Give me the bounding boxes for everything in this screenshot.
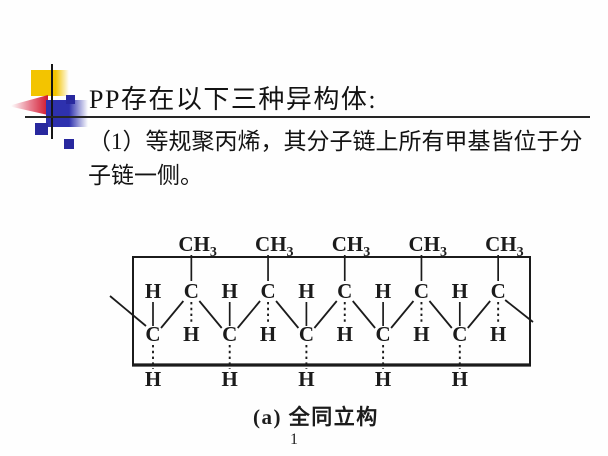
atom-label-upper: C	[491, 279, 506, 303]
title-underline	[25, 116, 590, 118]
atom-label-upper: H	[452, 279, 468, 303]
atom-label-upper: C	[414, 279, 429, 303]
decoration-blue-square	[46, 100, 88, 127]
backbone-bond	[237, 300, 261, 329]
atom-label-upper: C	[337, 279, 352, 303]
atom-label-bottom: H	[452, 367, 468, 391]
structure-frame	[132, 256, 531, 366]
decoration-vertical-line	[51, 64, 53, 139]
bullet-square-icon	[66, 95, 75, 104]
atom-label-lower: H	[413, 322, 429, 346]
atom-label-upper: H	[375, 279, 391, 303]
backbone-bond	[352, 300, 376, 329]
atom-label-lower: H	[183, 322, 199, 346]
methyl-label: CH3	[408, 232, 447, 260]
atom-label-upper: H	[222, 279, 238, 303]
atom-label-lower: C	[452, 322, 467, 346]
atom-label-upper: H	[145, 279, 161, 303]
atom-label-upper: H	[298, 279, 314, 303]
page-number: 1	[290, 431, 298, 448]
backbone-bond	[390, 300, 415, 329]
body-line-2: 子链一侧。	[88, 163, 203, 188]
backbone-bond	[160, 300, 185, 329]
atom-label-lower: C	[222, 322, 237, 346]
atom-label-lower: H	[490, 322, 506, 346]
methyl-label: CH3	[255, 232, 293, 260]
methyl-label: CH3	[485, 232, 524, 260]
atom-label-upper: C	[260, 279, 275, 303]
decoration-small-square	[35, 123, 48, 135]
diagram-caption: (a) 全同立构	[253, 405, 379, 429]
chain-continuation-left	[109, 295, 147, 327]
backbone-bond	[275, 300, 300, 329]
methyl-label: CH3	[332, 232, 371, 260]
atom-label-upper: C	[184, 279, 199, 303]
backbone-bond	[198, 300, 223, 329]
bullet-square-icon	[64, 139, 74, 149]
atom-label-lower: C	[299, 322, 314, 346]
atom-label-bottom: H	[375, 367, 391, 391]
decoration-yellow-square	[31, 70, 69, 96]
backbone-bond	[313, 300, 338, 329]
atom-label-bottom: H	[145, 367, 161, 391]
chain-continuation-right	[504, 299, 534, 323]
body-line-1: （1）等规聚丙烯，其分子链上所有甲基皆位于分	[88, 129, 583, 154]
atom-label-lower: C	[376, 322, 391, 346]
atom-label-lower: H	[337, 322, 353, 346]
backbone-bond	[428, 300, 453, 329]
atom-label-lower: C	[145, 322, 160, 346]
methyl-label: CH3	[178, 232, 217, 260]
slide-title: PP存在以下三种异构体:	[89, 85, 378, 114]
backbone-bond	[467, 300, 491, 329]
atom-label-bottom: H	[222, 367, 238, 391]
atom-label-lower: H	[260, 322, 276, 346]
atom-label-bottom: H	[298, 367, 314, 391]
body-paragraph: （1）等规聚丙烯，其分子链上所有甲基皆位于分 子链一侧。	[88, 125, 583, 193]
